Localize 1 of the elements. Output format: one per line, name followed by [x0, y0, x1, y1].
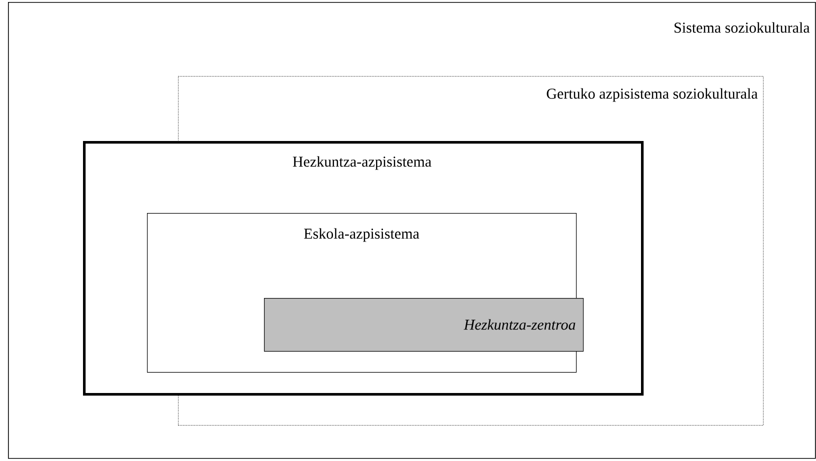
nested-box: Hezkuntza-zentroa	[264, 298, 584, 352]
